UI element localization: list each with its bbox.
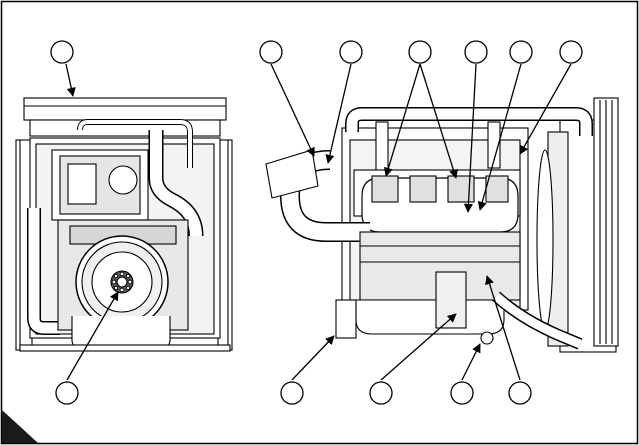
callout-circles xyxy=(50,40,583,405)
leader-line xyxy=(384,63,421,177)
callout-circle xyxy=(50,40,74,64)
callout-circle xyxy=(559,40,583,64)
flywheel-bolts xyxy=(111,271,133,293)
leader-line xyxy=(66,291,119,381)
front-view xyxy=(15,97,233,352)
leader-line xyxy=(485,275,521,381)
callout-circle xyxy=(259,40,283,64)
callout-circle xyxy=(280,381,304,405)
leader-line xyxy=(519,63,572,155)
leader-line xyxy=(270,63,315,157)
callout-circle xyxy=(509,40,533,64)
callout-leaders xyxy=(65,63,572,381)
leader-line xyxy=(477,63,522,211)
callout-circle xyxy=(369,381,393,405)
leader-line xyxy=(380,313,457,381)
corner-tab xyxy=(2,410,38,443)
leader-line xyxy=(463,63,477,213)
callout-circle xyxy=(508,381,532,405)
leader-line xyxy=(291,335,335,381)
callout-circle xyxy=(408,40,432,64)
leader-line xyxy=(325,63,352,164)
callout-circle xyxy=(55,381,79,405)
leader-line xyxy=(461,343,481,381)
callout-circle xyxy=(450,381,474,405)
callout-circle xyxy=(464,40,488,64)
leader-line xyxy=(65,63,76,97)
callout-circle xyxy=(339,40,363,64)
leader-line xyxy=(419,63,458,179)
